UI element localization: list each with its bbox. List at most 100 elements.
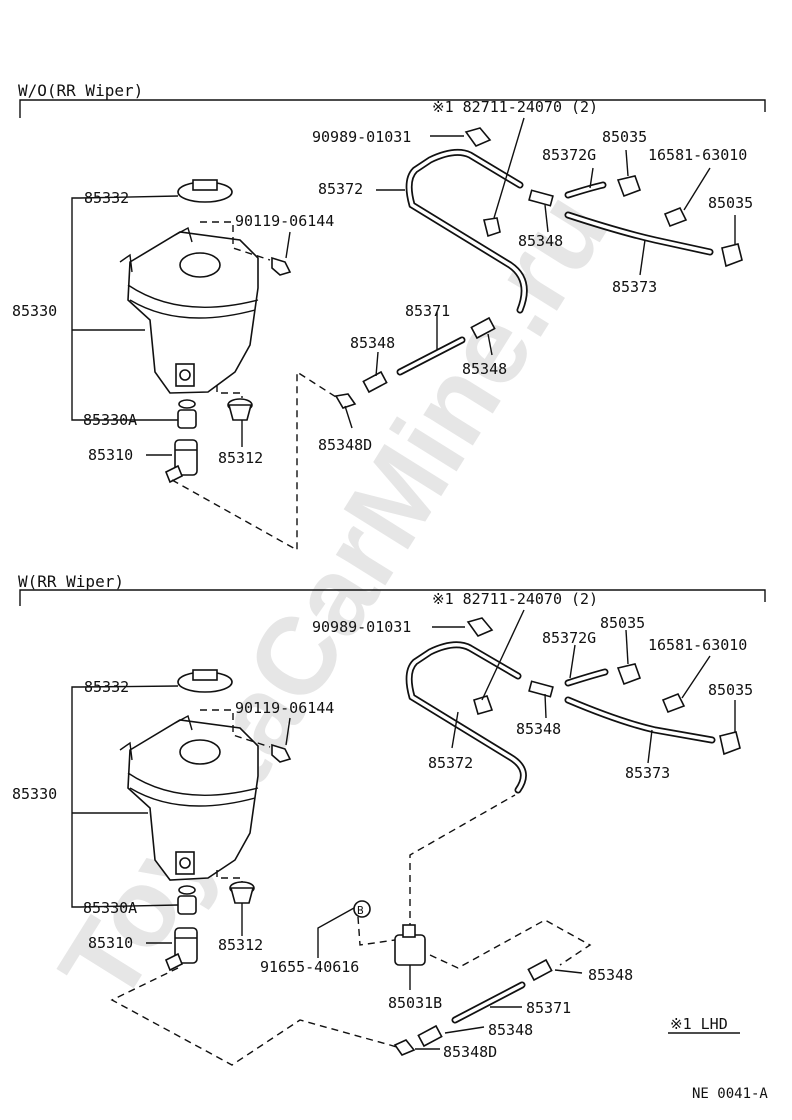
strainer-icon xyxy=(227,398,253,421)
label-85035: 85035 xyxy=(708,194,753,212)
leader-line xyxy=(344,405,353,429)
label-85371: 85371 xyxy=(526,999,571,1017)
label-85330a: 85330A xyxy=(83,899,137,917)
joint-icon xyxy=(470,316,496,340)
label-85372: 85372 xyxy=(428,754,473,772)
label-85348d: 85348D xyxy=(318,436,372,454)
dashed-leader xyxy=(216,870,243,882)
label-16581: 16581-63010 xyxy=(648,636,747,654)
leader-line xyxy=(375,351,379,377)
section-with-rr-wiper: W(RR Wiper) xyxy=(12,572,766,1066)
bolt-icon xyxy=(271,231,292,276)
label-90989: 90989-01031 xyxy=(312,128,411,146)
leader-line xyxy=(625,149,629,177)
dashed-hose-route xyxy=(110,967,401,1066)
section-title: W(RR Wiper) xyxy=(18,572,124,591)
leader-line xyxy=(589,167,594,189)
label-85372g: 85372G xyxy=(542,629,596,647)
washer-nozzle-icon xyxy=(616,175,642,198)
joint-icon xyxy=(362,370,388,394)
leader-line xyxy=(79,685,179,688)
label-85035: 85035 xyxy=(708,681,753,699)
label-85372g: 85372G xyxy=(542,146,596,164)
elbow-icon xyxy=(393,1039,416,1056)
label-82711: ※1 82711-24070 (2) xyxy=(432,98,598,116)
label-85332: 85332 xyxy=(84,678,129,696)
leader-line xyxy=(481,609,525,701)
callout-letter: B xyxy=(357,904,364,917)
label-85373: 85373 xyxy=(625,764,670,782)
dashed-hose-route xyxy=(171,370,337,552)
clip-icon xyxy=(466,617,494,637)
tank-bracket-line xyxy=(71,197,80,421)
joint-icon xyxy=(528,189,554,207)
section-without-rr-wiper: W/O(RR Wiper) xyxy=(12,81,766,552)
tank-bracket-line xyxy=(71,686,80,908)
leader-line xyxy=(625,629,629,665)
label-90119: 90119-06144 xyxy=(235,699,334,717)
dashed-leader xyxy=(357,916,405,947)
washer-pump-icon xyxy=(164,927,198,972)
clip-icon xyxy=(464,127,492,147)
label-85372: 85372 xyxy=(318,180,363,198)
leader-line xyxy=(683,167,711,211)
joint-icon xyxy=(417,1024,443,1048)
joint-icon xyxy=(527,958,553,982)
washer-nozzle-icon xyxy=(616,663,642,686)
leader-line xyxy=(569,644,576,679)
strainer-icon xyxy=(229,881,255,904)
dashed-leader xyxy=(200,709,271,748)
tank-cap-icon xyxy=(177,179,233,203)
joint-icon xyxy=(528,680,554,698)
label-85348: 85348 xyxy=(488,1021,533,1039)
label-85312: 85312 xyxy=(218,449,263,467)
label-85310: 85310 xyxy=(88,934,133,952)
leader-line xyxy=(79,904,179,908)
grommet-icon xyxy=(177,399,197,429)
leader-line xyxy=(317,907,355,958)
dashed-leader xyxy=(200,221,271,261)
washer-nozzle-icon xyxy=(719,731,741,756)
label-16581: 16581-63010 xyxy=(648,146,747,164)
elbow-icon xyxy=(334,393,357,409)
leader-line xyxy=(681,655,711,699)
label-85348d: 85348D xyxy=(443,1043,497,1061)
label-85348: 85348 xyxy=(518,232,563,250)
leader-line xyxy=(487,333,493,356)
callout-b-icon: B xyxy=(353,900,371,918)
washer-pump-icon xyxy=(164,439,198,484)
label-85312: 85312 xyxy=(218,936,263,954)
section-bracket xyxy=(19,99,766,118)
washer-tank-icon xyxy=(119,226,259,394)
section-bracket xyxy=(19,589,766,606)
dashed-hose-route xyxy=(409,794,516,930)
label-85348: 85348 xyxy=(350,334,395,352)
label-85371: 85371 xyxy=(405,302,450,320)
leader-line xyxy=(647,729,653,764)
check-valve-icon xyxy=(661,692,686,714)
label-85348: 85348 xyxy=(588,966,633,984)
label-82711: ※1 82711-24070 (2) xyxy=(432,590,598,608)
section-title: W/O(RR Wiper) xyxy=(18,81,143,100)
label-85330: 85330 xyxy=(12,785,57,803)
label-85330: 85330 xyxy=(12,302,57,320)
label-91655: 91655-40616 xyxy=(260,958,359,976)
label-85373: 85373 xyxy=(612,278,657,296)
leader-line xyxy=(493,117,525,219)
label-85332: 85332 xyxy=(84,189,129,207)
footer-code: NE 0041-A xyxy=(692,1086,768,1102)
leader-line xyxy=(639,239,646,276)
label-85031b: 85031B xyxy=(388,994,442,1012)
leader-line xyxy=(444,1026,485,1034)
check-valve-icon xyxy=(394,924,426,975)
leader-line xyxy=(544,693,547,719)
leader-line xyxy=(554,969,583,974)
label-85310: 85310 xyxy=(88,446,133,464)
label-85348: 85348 xyxy=(516,720,561,738)
tank-cap-icon xyxy=(177,669,233,693)
label-85035: 85035 xyxy=(602,128,647,146)
check-valve-icon xyxy=(663,206,688,228)
leader-line xyxy=(79,195,179,199)
washer-tank-icon xyxy=(119,714,259,881)
